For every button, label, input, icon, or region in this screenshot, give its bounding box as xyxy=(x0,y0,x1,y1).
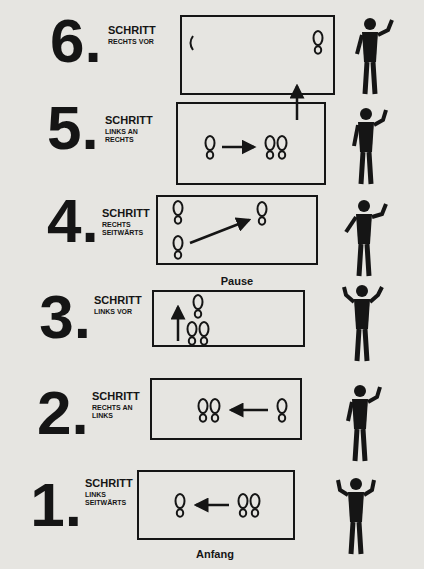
step-arrow xyxy=(190,220,249,243)
dancer-figure xyxy=(348,385,380,461)
footprint xyxy=(206,136,215,159)
step-direction: LINKS VOR xyxy=(94,308,142,316)
step-heading: SCHRITT xyxy=(94,294,142,306)
footprint xyxy=(239,494,248,517)
footprint xyxy=(278,136,287,159)
footprint xyxy=(174,201,183,224)
step-heading: SCHRITT xyxy=(108,24,156,36)
step-box: 3.SCHRITTLINKS VOR xyxy=(152,290,305,347)
footprint xyxy=(251,494,260,517)
step-box: 5.SCHRITTLINKS AN RECHTS xyxy=(176,102,326,185)
step-note: Pause xyxy=(221,275,253,288)
step-heading: SCHRITT xyxy=(92,390,140,402)
step-heading-block: SCHRITT RECHTS VOR xyxy=(108,24,156,46)
footprint xyxy=(258,202,267,225)
step-box: 2.SCHRITTRECHTS AN LINKS xyxy=(150,378,302,440)
step-arrow xyxy=(222,146,254,149)
step-note: Anfang xyxy=(196,548,234,561)
footprint xyxy=(176,494,185,517)
step-arrow xyxy=(231,409,268,412)
step-box: 1.SCHRITTLINKS SEITWÄRTS xyxy=(137,470,295,540)
footprint xyxy=(211,399,220,422)
step-arrow xyxy=(196,504,229,507)
step-direction: RECHTS VOR xyxy=(108,38,156,46)
step-number: 4. xyxy=(47,190,99,252)
step-number: 3. xyxy=(39,286,91,348)
step-heading-block: SCHRITT LINKS SEITWÄRTS xyxy=(85,477,133,507)
dancer-figure xyxy=(357,18,392,94)
step-box: 6.SCHRITTRECHTS VOR xyxy=(180,15,335,95)
step-heading: SCHRITT xyxy=(102,207,150,219)
dancer-figure xyxy=(346,200,386,276)
step-heading: SCHRITT xyxy=(85,477,133,489)
footprint xyxy=(174,236,183,259)
footprint xyxy=(314,31,323,54)
step-number: 2. xyxy=(37,382,89,444)
footprint xyxy=(278,399,287,422)
footprint xyxy=(266,136,275,159)
step-direction: LINKS AN RECHTS xyxy=(105,128,153,144)
step-box: 4.SCHRITTRECHTS SEITWÄRTS xyxy=(156,195,318,265)
footprint xyxy=(194,295,203,318)
dancer-figure xyxy=(354,108,386,184)
footprint xyxy=(188,322,197,345)
footprint xyxy=(199,399,208,422)
mark xyxy=(191,36,194,50)
step-arrow xyxy=(177,307,180,341)
step-direction: LINKS SEITWÄRTS xyxy=(85,491,133,507)
step-direction: RECHTS AN LINKS xyxy=(92,404,140,420)
step-heading: SCHRITT xyxy=(105,114,153,126)
step-number: 5. xyxy=(47,97,99,159)
step-heading-block: SCHRITT RECHTS SEITWÄRTS xyxy=(102,207,150,237)
step-direction: RECHTS SEITWÄRTS xyxy=(102,221,150,237)
step-heading-block: SCHRITT RECHTS AN LINKS xyxy=(92,390,140,420)
step-number: 1. xyxy=(30,474,82,536)
footprint xyxy=(200,322,209,345)
step-number: 6. xyxy=(50,10,102,72)
step-heading-block: SCHRITT LINKS AN RECHTS xyxy=(105,114,153,144)
dancer-figure xyxy=(344,285,382,361)
step-heading-block: SCHRITT LINKS VOR xyxy=(94,294,142,316)
dancer-figure xyxy=(338,478,374,554)
